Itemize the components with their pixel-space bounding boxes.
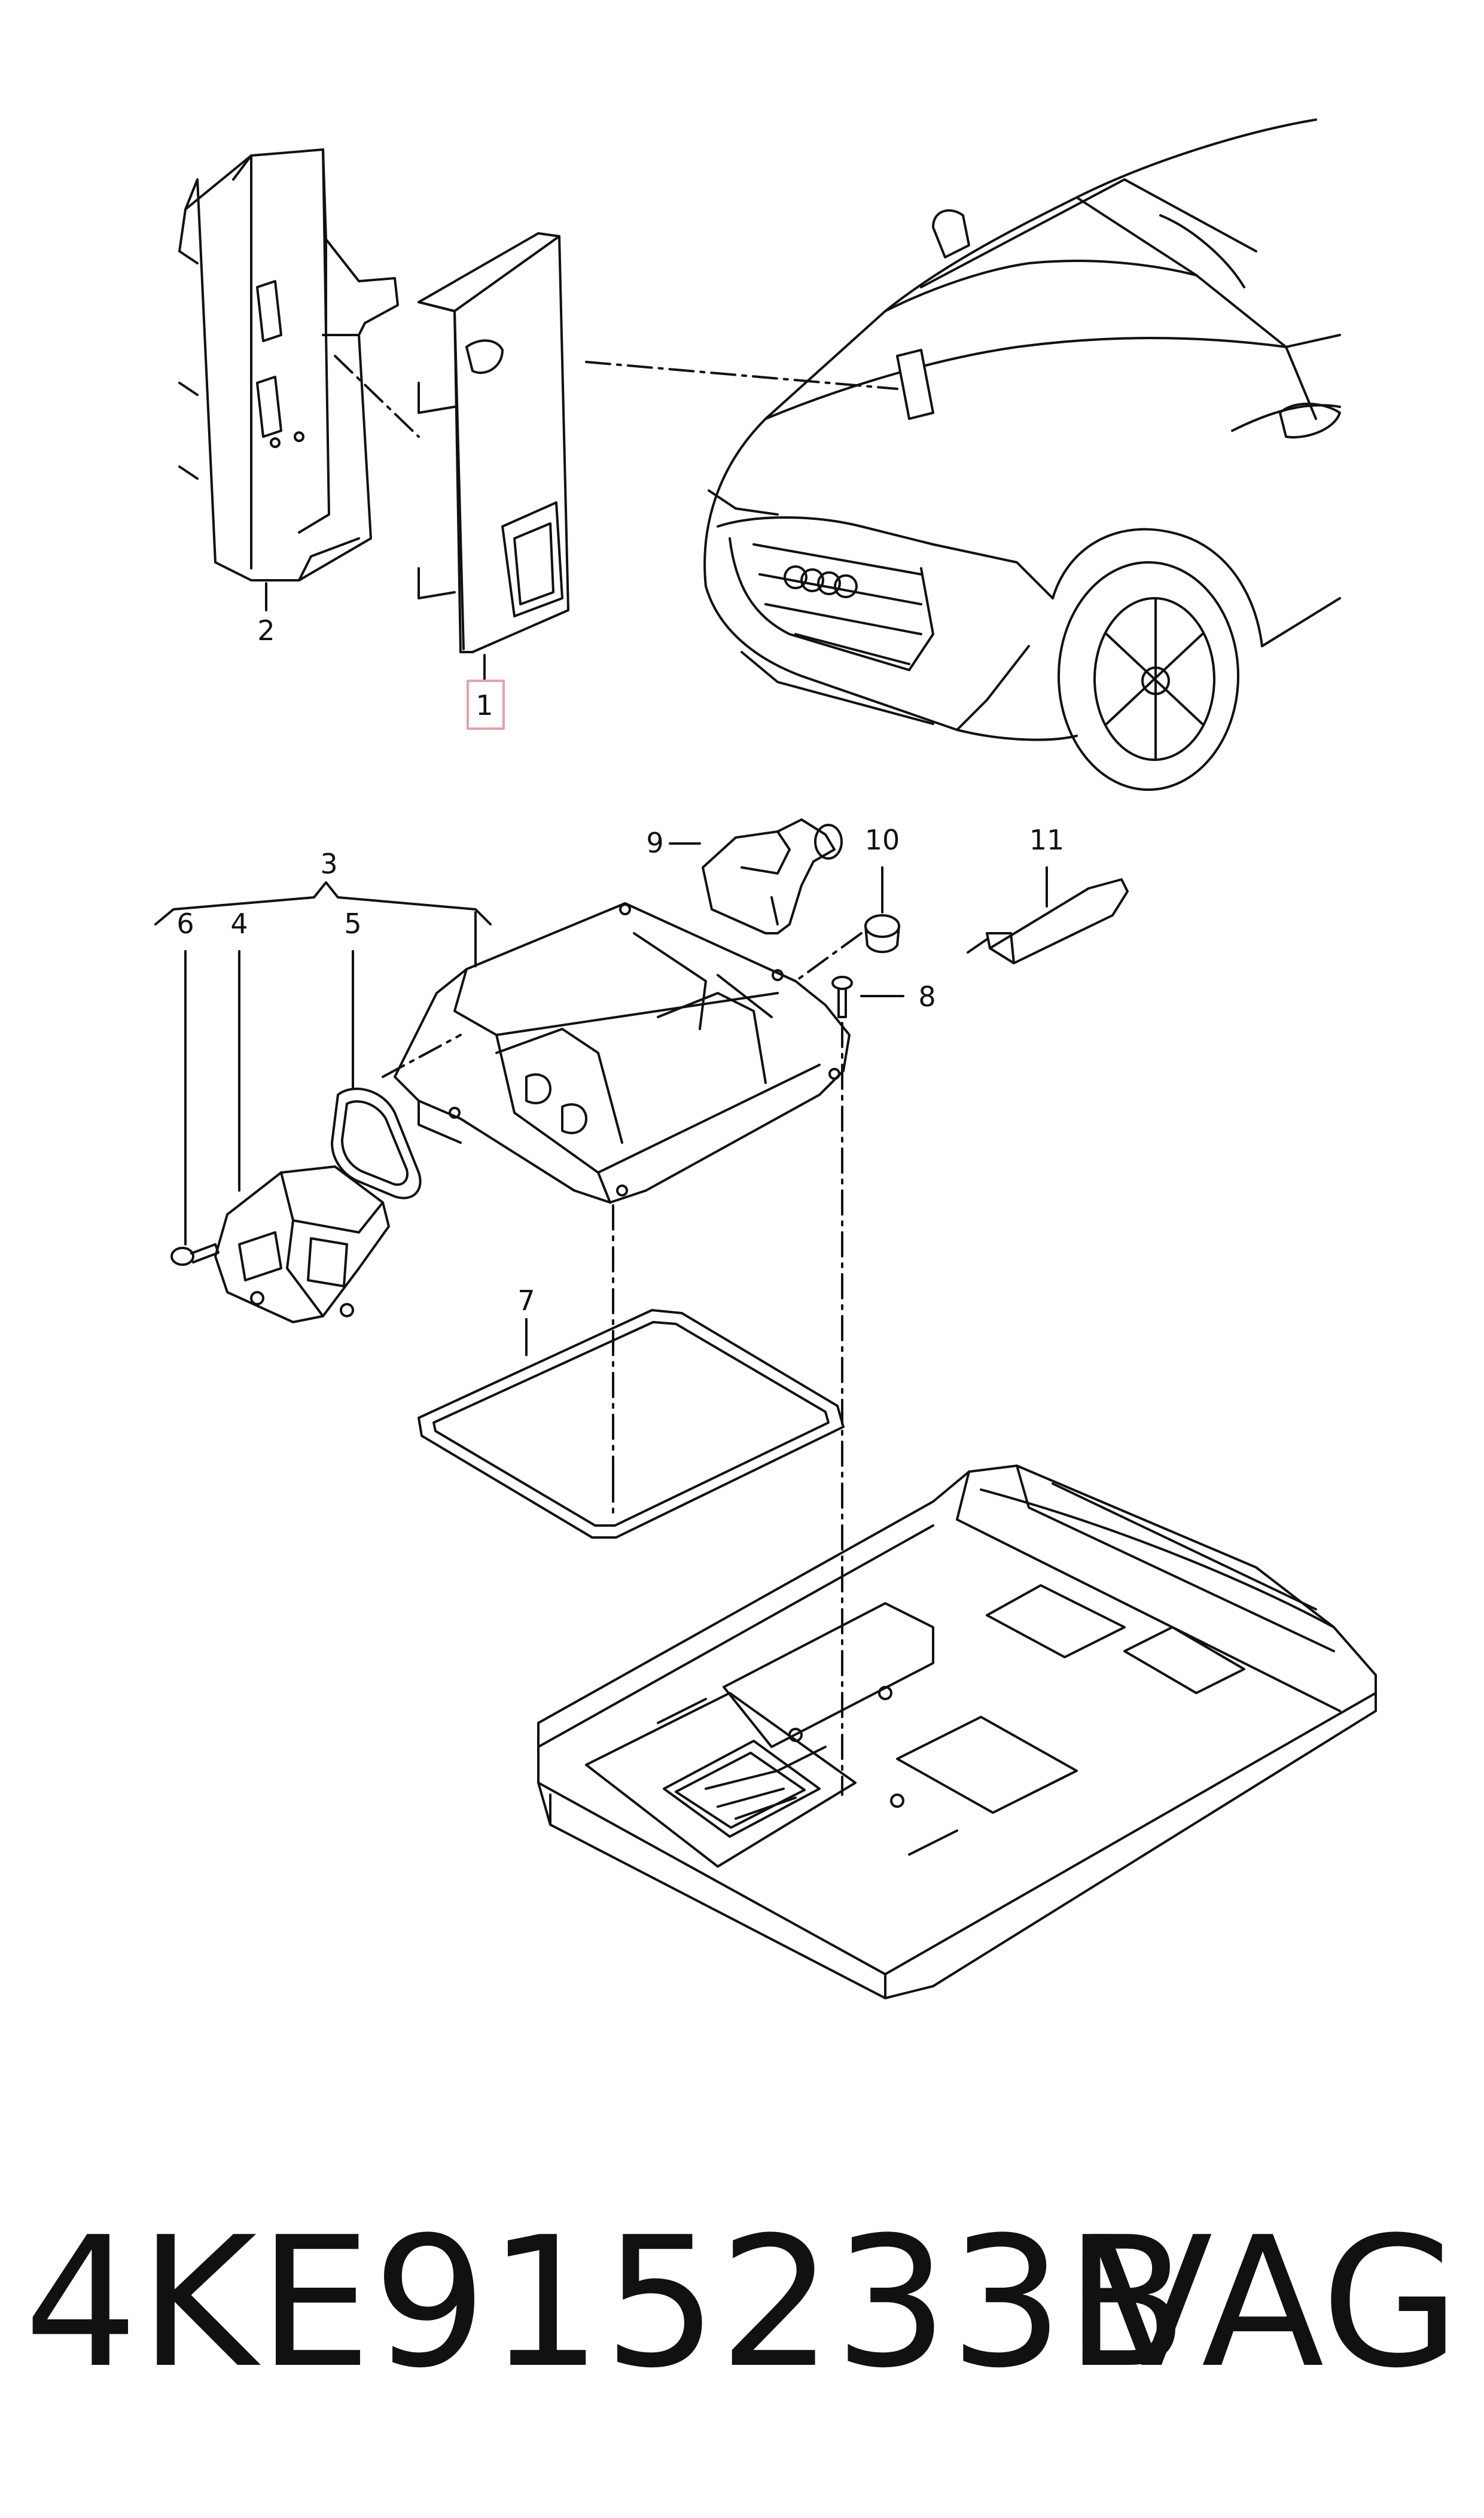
part-label-8: 8 — [918, 981, 936, 1013]
part-label-5: 5 — [344, 908, 361, 940]
part-label-7: 7 — [517, 1284, 535, 1317]
part-5-gasket — [331, 1088, 422, 1199]
part-label-6: 6 — [176, 908, 194, 940]
part-label-1: 1 — [476, 689, 493, 721]
part-7-seal-ring — [418, 1309, 845, 1539]
part-3-brace — [154, 881, 492, 925]
part-label-4: 4 — [230, 908, 248, 940]
leader-line-part1 — [585, 361, 898, 390]
part-11-tube — [967, 878, 1129, 964]
part-label-9: 9 — [646, 827, 663, 859]
part-label-3: 3 — [320, 848, 337, 880]
part-label-11: 11 — [1029, 824, 1065, 856]
battery-tray — [537, 1464, 1377, 1999]
exploded-parts-diagram: 1 2 3 4 5 6 7 8 9 10 11 — [154, 118, 1377, 1999]
part-label-2: 2 — [257, 614, 275, 647]
brand-name: VAG — [1090, 2199, 1460, 2407]
part-8-bolt — [831, 976, 853, 1018]
car-illustration — [703, 118, 1341, 791]
part-10-grommet — [864, 914, 900, 954]
part-3-housing — [394, 902, 851, 1204]
part-4-connector-block — [214, 1165, 390, 1323]
part-1-module — [418, 232, 569, 653]
part-6-screw — [170, 1243, 220, 1266]
highlight-box-part1 — [467, 680, 505, 730]
part-label-10: 10 — [865, 824, 900, 856]
part-9-connector — [702, 818, 843, 934]
part-number: 4KE915233B — [24, 2199, 1190, 2407]
part-2-bracket — [178, 148, 399, 581]
